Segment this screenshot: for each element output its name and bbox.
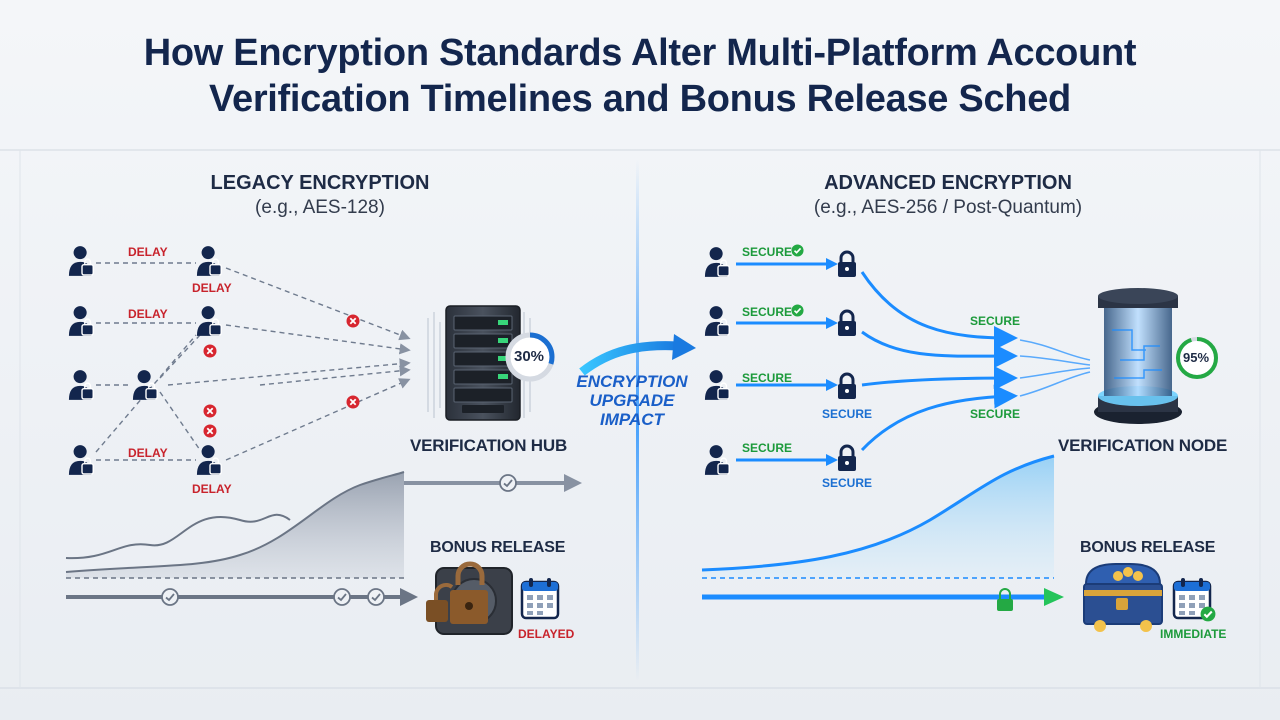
user-icon [704, 444, 730, 476]
node-progress-ring [1176, 337, 1218, 379]
delay-label: DELAY [192, 482, 232, 496]
user-icon [704, 305, 730, 337]
user-icon [68, 245, 94, 277]
user-icon [68, 305, 94, 337]
secure-label: SECURE [970, 314, 1021, 328]
hub-progress-ring [505, 332, 555, 382]
legacy-bonus-label: BONUS RELEASE [430, 539, 566, 556]
secure-label: SECURE [970, 407, 1021, 421]
legacy-network [95, 262, 411, 461]
error-icon [203, 344, 217, 358]
error-icon [346, 314, 360, 328]
secure-label: SECURE [742, 305, 793, 319]
verification-hub-label: VERIFICATION HUB [410, 436, 568, 455]
user-icon [704, 246, 730, 278]
secure-label: SECURE [742, 371, 793, 385]
node-progress-text: 95% [1183, 350, 1210, 365]
error-icon [203, 424, 217, 438]
user-icon [196, 444, 222, 476]
vault-lock-icon [426, 561, 513, 635]
check-icon [791, 304, 804, 317]
title-line-1: How Encryption Standards Alter Multi-Pla… [143, 32, 1137, 74]
secure-label: SECURE [742, 245, 793, 259]
secure-label: SECURE [742, 441, 793, 455]
legacy-subheading: (e.g., AES-128) [255, 197, 385, 218]
user-icon [704, 369, 730, 401]
user-icon [68, 444, 94, 476]
padlock-icon [836, 372, 858, 400]
advanced-subheading: (e.g., AES-256 / Post-Quantum) [813, 197, 1083, 218]
delay-label: DELAY [192, 281, 232, 295]
server-icon [427, 305, 531, 421]
advanced-heading: ADVANCED ENCRYPTION [824, 172, 1072, 194]
upgrade-impact-label: ENCRYPTION UPGRADE IMPACT [576, 372, 688, 429]
legacy-timeline-chart [65, 471, 582, 606]
user-icon [132, 369, 158, 401]
secure-label: SECURE [822, 407, 873, 421]
padlock-icon [836, 444, 858, 472]
padlock-icon [836, 309, 858, 337]
user-icon [196, 245, 222, 277]
secure-label: SECURE [822, 476, 873, 490]
delay-label: DELAY [128, 307, 168, 321]
advanced-bonus-label: BONUS RELEASE [1080, 539, 1216, 556]
upgrade-arrow-icon [579, 334, 696, 376]
check-icon [1200, 606, 1216, 622]
advanced-timeline-chart [701, 454, 1064, 611]
advanced-network [736, 262, 1091, 462]
hub-progress-text: 30% [514, 348, 545, 365]
user-icon [196, 305, 222, 337]
bonus-delayed-label: DELAYED [518, 627, 575, 641]
bonus-immediate-label: IMMEDIATE [1160, 627, 1227, 641]
page-title: How Encryption Standards Alter Multi-Pla… [0, 30, 1280, 122]
verification-node-icon [1094, 288, 1182, 424]
user-icon [68, 369, 94, 401]
calendar-icon [520, 576, 560, 620]
verification-node-label: VERIFICATION NODE [1058, 436, 1228, 455]
error-icon [203, 404, 217, 418]
delay-label: DELAY [128, 446, 168, 460]
delay-label: DELAY [128, 245, 168, 259]
treasure-chest-icon [1083, 563, 1163, 632]
title-line-2: Verification Timelines and Bonus Release… [209, 78, 1071, 120]
center-divider [636, 160, 639, 680]
padlock-icon [836, 250, 858, 278]
legacy-heading: LEGACY ENCRYPTION [210, 172, 430, 194]
check-icon [791, 244, 804, 257]
error-icon [346, 395, 360, 409]
